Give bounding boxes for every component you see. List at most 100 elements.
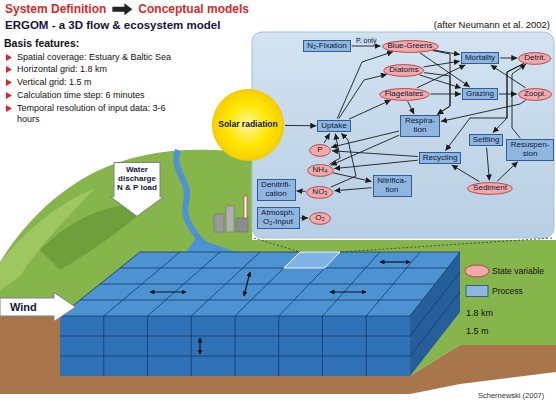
node-label: P bbox=[317, 146, 322, 155]
label-text: Temporal resolution of input data: 3-6 h… bbox=[17, 103, 185, 125]
node-label: Solar radiation bbox=[218, 120, 278, 130]
state-ellipse-outline bbox=[382, 40, 438, 52]
node-label: Wind bbox=[10, 301, 37, 313]
node-label: Settling bbox=[473, 136, 500, 145]
legend-item: State variable bbox=[492, 266, 544, 276]
flow-connector bbox=[487, 147, 490, 180]
flow-connector bbox=[432, 50, 450, 114]
dimension-label: 1.8 km bbox=[466, 308, 493, 319]
bullet-marker bbox=[6, 105, 12, 112]
state-ellipse-outline bbox=[518, 88, 551, 100]
state-ellipse-outline bbox=[384, 64, 424, 76]
flow-connector bbox=[331, 133, 356, 187]
flow-connector bbox=[334, 188, 371, 191]
node-label: Atmosph. O₂-Input bbox=[261, 209, 296, 227]
flow-connector bbox=[430, 93, 461, 94]
building bbox=[236, 218, 248, 232]
label-text: Conceptual models bbox=[138, 2, 249, 16]
node-label: Flagellates bbox=[385, 90, 424, 99]
node-label: Blue-Greens bbox=[388, 42, 433, 51]
process-box: Mortality bbox=[461, 52, 499, 65]
sun-outline bbox=[213, 90, 284, 161]
node-label: Sediment bbox=[473, 184, 507, 193]
credit-note: Schernewski (2007) bbox=[478, 391, 544, 400]
node-label: Diatoms bbox=[389, 66, 418, 75]
section-heading: System Definition bbox=[5, 2, 106, 16]
header-arrow bbox=[112, 3, 132, 15]
flow-connector bbox=[301, 217, 309, 218]
label-text: 1.8 km bbox=[466, 308, 493, 319]
flow-connector bbox=[408, 101, 414, 114]
node-label: Resuspen- sion bbox=[510, 141, 550, 159]
node-label: Zoopl. bbox=[524, 90, 546, 99]
features-heading: Basis features: bbox=[4, 37, 209, 50]
state-ellipse: P bbox=[309, 144, 331, 157]
feature-item: Horizontal grid: 1.8 km bbox=[4, 64, 209, 75]
dimension-label: 1.5 m bbox=[466, 326, 489, 337]
building bbox=[214, 214, 224, 232]
flow-connector bbox=[285, 125, 316, 126]
flow-connector bbox=[500, 57, 517, 58]
flow-connector bbox=[339, 74, 387, 118]
bullet-marker bbox=[6, 66, 12, 73]
flow-connector bbox=[349, 100, 391, 119]
zoom-lines bbox=[254, 238, 552, 252]
flow-connector bbox=[352, 45, 381, 46]
node-label: NH₄ bbox=[313, 166, 328, 175]
state-ellipse-outline bbox=[379, 88, 428, 100]
state-ellipse-outline bbox=[468, 182, 513, 194]
flow-connector bbox=[497, 162, 517, 181]
flow-connector bbox=[417, 65, 465, 88]
sea-side bbox=[410, 252, 460, 376]
flow-connector bbox=[324, 133, 330, 143]
process-box: Resuspen- sion bbox=[506, 139, 554, 161]
feature-list: Basis features:Spatial coverage: Estuary… bbox=[4, 37, 209, 124]
flow-connector bbox=[445, 64, 523, 151]
state-ellipse: Flagellates bbox=[379, 88, 430, 101]
state-ellipse: Diatoms bbox=[383, 64, 424, 77]
bullet-marker bbox=[6, 54, 12, 61]
flow-connector bbox=[423, 61, 459, 67]
legend-swatch-box bbox=[466, 286, 488, 297]
discharge-arrow-outline bbox=[111, 163, 164, 217]
bullet-marker bbox=[6, 105, 12, 112]
flow-connector bbox=[333, 173, 371, 182]
wind-arrow-outline bbox=[0, 293, 76, 322]
selected-cell bbox=[284, 252, 340, 268]
process-box: Grazing bbox=[462, 88, 498, 101]
flow-connector bbox=[337, 52, 393, 119]
flow-connector bbox=[331, 135, 399, 165]
flow-connector bbox=[334, 160, 418, 168]
node-label: Respira- tion bbox=[404, 117, 436, 135]
node-label: Nitrifica- tion bbox=[377, 177, 408, 195]
state-ellipse: NH₄ bbox=[307, 164, 334, 177]
process-box: Atmosph. O₂-Input bbox=[257, 207, 300, 229]
bullet-marker bbox=[6, 54, 12, 61]
bullet-marker bbox=[6, 92, 12, 99]
discharge-arrow: Water discharge N & P load bbox=[110, 162, 164, 217]
label-text: Horizontal grid: 1.8 km bbox=[17, 64, 107, 75]
estuary bbox=[186, 238, 236, 252]
state-ellipse: Blue-Greens bbox=[382, 40, 439, 53]
state-ellipse-outline bbox=[307, 164, 333, 176]
flow-connector bbox=[499, 93, 517, 94]
flow-connector bbox=[332, 151, 418, 157]
flow-connector bbox=[452, 165, 480, 182]
flow-connector bbox=[512, 64, 526, 138]
flow-arrows bbox=[150, 262, 410, 354]
node-label: Mortality bbox=[465, 54, 495, 63]
bullet-marker bbox=[6, 66, 12, 73]
feature-item: Vertical grid: 1.5 m bbox=[4, 77, 209, 88]
source-note: (after Neumann et al. 2002) bbox=[434, 19, 550, 30]
state-ellipse: Sediment bbox=[467, 182, 513, 195]
title-text: ERGOM - a 3D flow & ecosystem model bbox=[5, 19, 220, 31]
label-text: Calculation time step: 6 minutes bbox=[17, 90, 145, 101]
state-ellipse-outline bbox=[310, 144, 331, 156]
model-grid bbox=[60, 252, 460, 376]
sea-front bbox=[60, 316, 410, 376]
feature-item: Calculation time step: 6 minutes bbox=[4, 90, 209, 101]
state-ellipse: O₂ bbox=[309, 212, 331, 225]
process-box: Respira- tion bbox=[400, 115, 440, 137]
edge-label: P. only bbox=[356, 37, 377, 45]
process-box: N₂-Fixation bbox=[303, 40, 351, 53]
